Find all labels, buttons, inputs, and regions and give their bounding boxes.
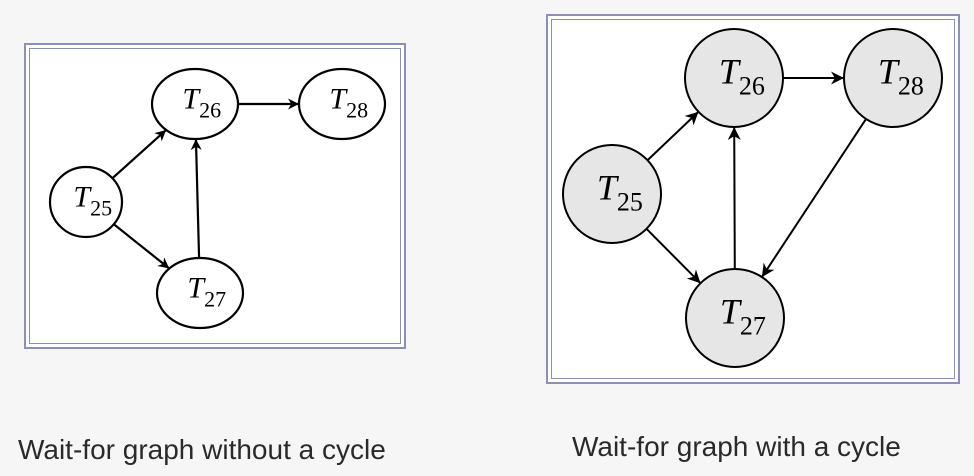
node-circle xyxy=(155,256,245,330)
node-circle xyxy=(48,165,124,239)
node-label-letter: T xyxy=(878,51,901,91)
node-label-subscript: 28 xyxy=(346,98,368,123)
node-label-subscript: 28 xyxy=(898,71,924,100)
node-t27: T27 xyxy=(155,256,245,330)
node-label-subscript: 26 xyxy=(739,71,765,100)
node-label: T25 xyxy=(597,167,643,216)
node-t26: T26 xyxy=(684,28,784,128)
node-label-letter: T xyxy=(182,83,201,116)
node-label-letter: T xyxy=(187,272,206,305)
node-label-letter: T xyxy=(73,181,92,214)
node-label: T27 xyxy=(187,272,226,312)
node-label-letter: T xyxy=(719,51,742,91)
node-label-letter: T xyxy=(597,167,620,207)
node-label: T28 xyxy=(878,51,924,100)
caption-without-cycle: Wait-for graph without a cycle xyxy=(18,434,386,465)
node-t27: T27 xyxy=(685,268,785,368)
edge-t25-to-t27 xyxy=(113,223,170,270)
edge-t25-to-t27 xyxy=(645,228,702,284)
edge-t28-to-t27 xyxy=(761,118,867,278)
node-label: T26 xyxy=(719,51,765,100)
node-circle xyxy=(684,28,784,128)
node-circle xyxy=(562,144,662,244)
node-label-subscript: 25 xyxy=(90,196,112,221)
node-label: T27 xyxy=(720,291,766,340)
node-t25: T25 xyxy=(562,144,662,244)
node-label: T28 xyxy=(329,83,368,123)
node-circle xyxy=(685,268,785,368)
node-circle xyxy=(297,67,387,141)
node-label-subscript: 27 xyxy=(204,287,226,312)
node-label: T26 xyxy=(182,83,221,123)
edge-t25-to-t26 xyxy=(646,111,700,161)
node-circle xyxy=(150,67,240,141)
node-t26: T26 xyxy=(150,67,240,141)
edge-t27-to-t26 xyxy=(727,126,741,270)
node-label-subscript: 26 xyxy=(199,98,221,123)
node-t28: T28 xyxy=(297,67,387,141)
edge-t25-to-t26 xyxy=(111,129,167,180)
caption-with-cycle: Wait-for graph with a cycle xyxy=(572,431,901,462)
node-label-subscript: 25 xyxy=(617,187,643,216)
node-t25: T25 xyxy=(48,165,124,239)
node-label-letter: T xyxy=(329,83,348,116)
node-circle xyxy=(843,28,943,128)
node-label-letter: T xyxy=(720,291,743,331)
node-t28: T28 xyxy=(843,28,943,128)
node-label: T25 xyxy=(73,181,112,221)
node-label-subscript: 27 xyxy=(740,311,766,340)
edge-t27-to-t26 xyxy=(190,138,202,259)
